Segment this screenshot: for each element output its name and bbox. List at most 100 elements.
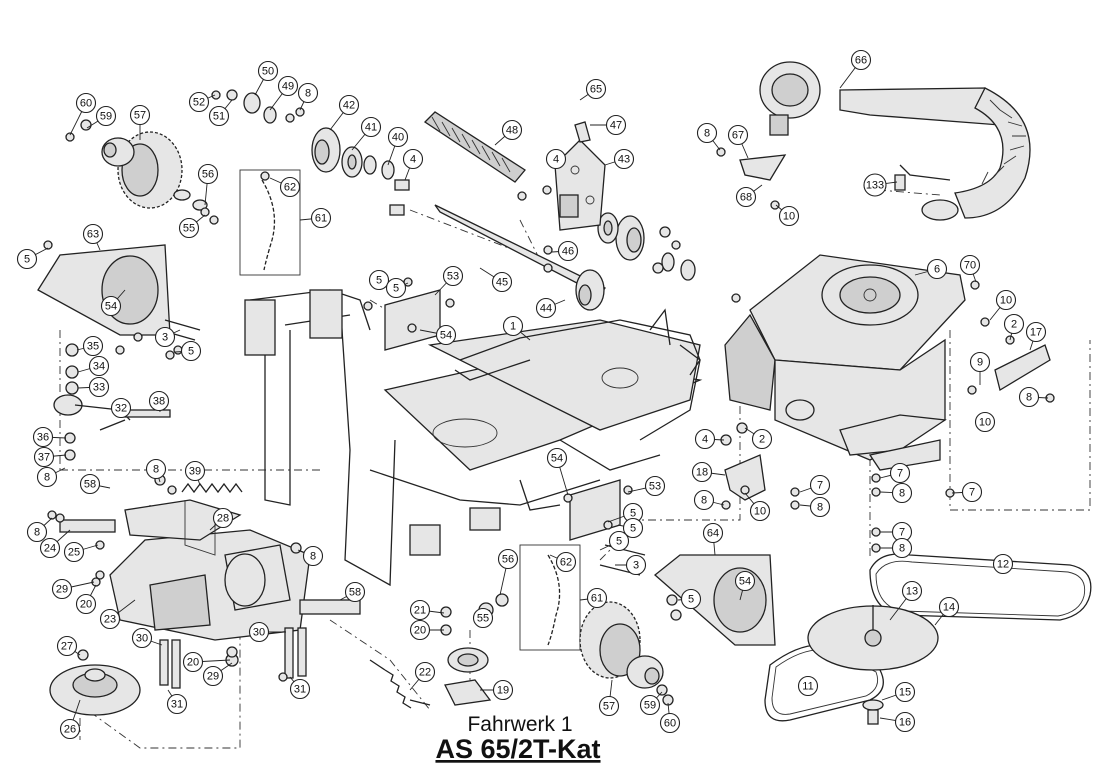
callout-number: 24: [44, 543, 56, 555]
callout-1: 1: [502, 315, 531, 341]
callout-bubble: [992, 553, 1014, 575]
callout-18: 18: [691, 461, 726, 483]
callout-number: 15: [899, 687, 911, 699]
callout-bubble: [75, 593, 97, 615]
callout-41: 41: [351, 116, 382, 151]
callout-5: 5: [368, 269, 390, 291]
callout-bubble: [197, 163, 219, 185]
callout-bubble: [598, 695, 620, 717]
callout-68: 68: [735, 184, 763, 208]
callout-number: 62: [284, 182, 296, 194]
callout-number: 12: [997, 559, 1009, 571]
callout-bubble: [497, 548, 519, 570]
pulley-26: [49, 664, 141, 716]
callout-bubble: [891, 537, 913, 559]
callout-number: 70: [964, 260, 976, 272]
callout-bubble: [33, 446, 55, 468]
callout-bubble: [88, 376, 110, 398]
callout-7: 7: [951, 481, 983, 503]
callout-14: 14: [934, 596, 960, 626]
callout-7: 7: [879, 462, 911, 484]
callout-bubble: [734, 570, 756, 592]
callout-8: 8: [799, 496, 831, 518]
callout-8: 8: [879, 482, 913, 504]
callout-number: 34: [93, 361, 105, 373]
callout-number: 33: [93, 382, 105, 394]
chain-61-top: [239, 169, 301, 276]
callout-number: 54: [105, 301, 117, 313]
callout-bubble: [809, 496, 831, 518]
callout-bubble: [248, 621, 270, 643]
callout-number: 8: [305, 88, 311, 100]
callout-number: 54: [440, 330, 452, 342]
callout-number: 4: [702, 434, 708, 446]
callout-38: 38: [148, 390, 170, 413]
callout-number: 53: [447, 271, 459, 283]
callout-60: 60: [659, 702, 681, 734]
callout-number: 5: [393, 283, 399, 295]
callout-number: 50: [262, 66, 274, 78]
callout-bubble: [625, 554, 647, 576]
callout-bubble: [129, 104, 151, 126]
callout-26: 26: [59, 699, 81, 740]
callout-4: 4: [402, 148, 424, 181]
callout-46: 46: [551, 240, 579, 262]
callout-4: 4: [545, 148, 567, 170]
callout-31: 31: [166, 689, 188, 715]
callout-number: 44: [540, 303, 552, 315]
callout-7: 7: [799, 474, 831, 496]
callout-bubble: [901, 580, 923, 602]
callout-number: 45: [496, 277, 508, 289]
callout-number: 66: [855, 55, 867, 67]
callout-bubble: [166, 693, 188, 715]
callout-number: 8: [704, 128, 710, 140]
callout-number: 30: [136, 633, 148, 645]
callout-bubble: [387, 126, 409, 148]
callout-7: 7: [880, 521, 913, 543]
cover-plate-63: [37, 244, 201, 341]
callout-number: 5: [630, 508, 636, 520]
callout-bubble: [310, 207, 332, 229]
callout-number: 61: [591, 593, 603, 605]
callout-number: 5: [630, 523, 636, 535]
coil-spring-22: [369, 659, 431, 709]
callout-number: 38: [153, 396, 165, 408]
callout-61: 61: [299, 207, 332, 229]
callout-number: 51: [213, 111, 225, 123]
callout-bubble: [402, 148, 424, 170]
callout-59: 59: [639, 691, 663, 716]
air-intake-66: [759, 61, 1031, 221]
callout-57: 57: [129, 104, 151, 140]
callout-bubble: [680, 588, 702, 610]
callout-9: 9: [969, 351, 991, 385]
tension-arm-32: [53, 394, 171, 431]
callout-number: 10: [783, 211, 795, 223]
callout-number: 56: [502, 554, 514, 566]
callout-number: 28: [217, 513, 229, 525]
callout-bubble: [82, 223, 104, 245]
callout-number: 8: [34, 527, 40, 539]
callout-bubble: [969, 351, 991, 373]
callout-bubble: [385, 277, 407, 299]
callout-bubble: [926, 258, 948, 280]
callout-number: 133: [866, 180, 884, 192]
callout-40: 40: [387, 126, 409, 166]
callout-20: 20: [75, 584, 97, 615]
callout-bubble: [208, 105, 230, 127]
callout-bubble: [995, 289, 1017, 311]
callout-number: 54: [739, 576, 751, 588]
callout-5: 5: [385, 277, 409, 299]
callout-bubble: [694, 428, 716, 450]
callout-number: 5: [24, 254, 30, 266]
callout-32: 32: [110, 397, 132, 419]
callout-bubble: [472, 607, 494, 629]
callout-number: 65: [590, 84, 602, 96]
callout-bubble: [702, 522, 724, 544]
callout-bubble: [178, 217, 200, 239]
callout-8: 8: [297, 82, 319, 111]
callout-24: 24: [39, 529, 71, 559]
callout-bubble: [727, 124, 749, 146]
callout-number: 58: [349, 587, 361, 599]
callout-number: 1: [510, 321, 516, 333]
callout-number: 30: [253, 627, 265, 639]
